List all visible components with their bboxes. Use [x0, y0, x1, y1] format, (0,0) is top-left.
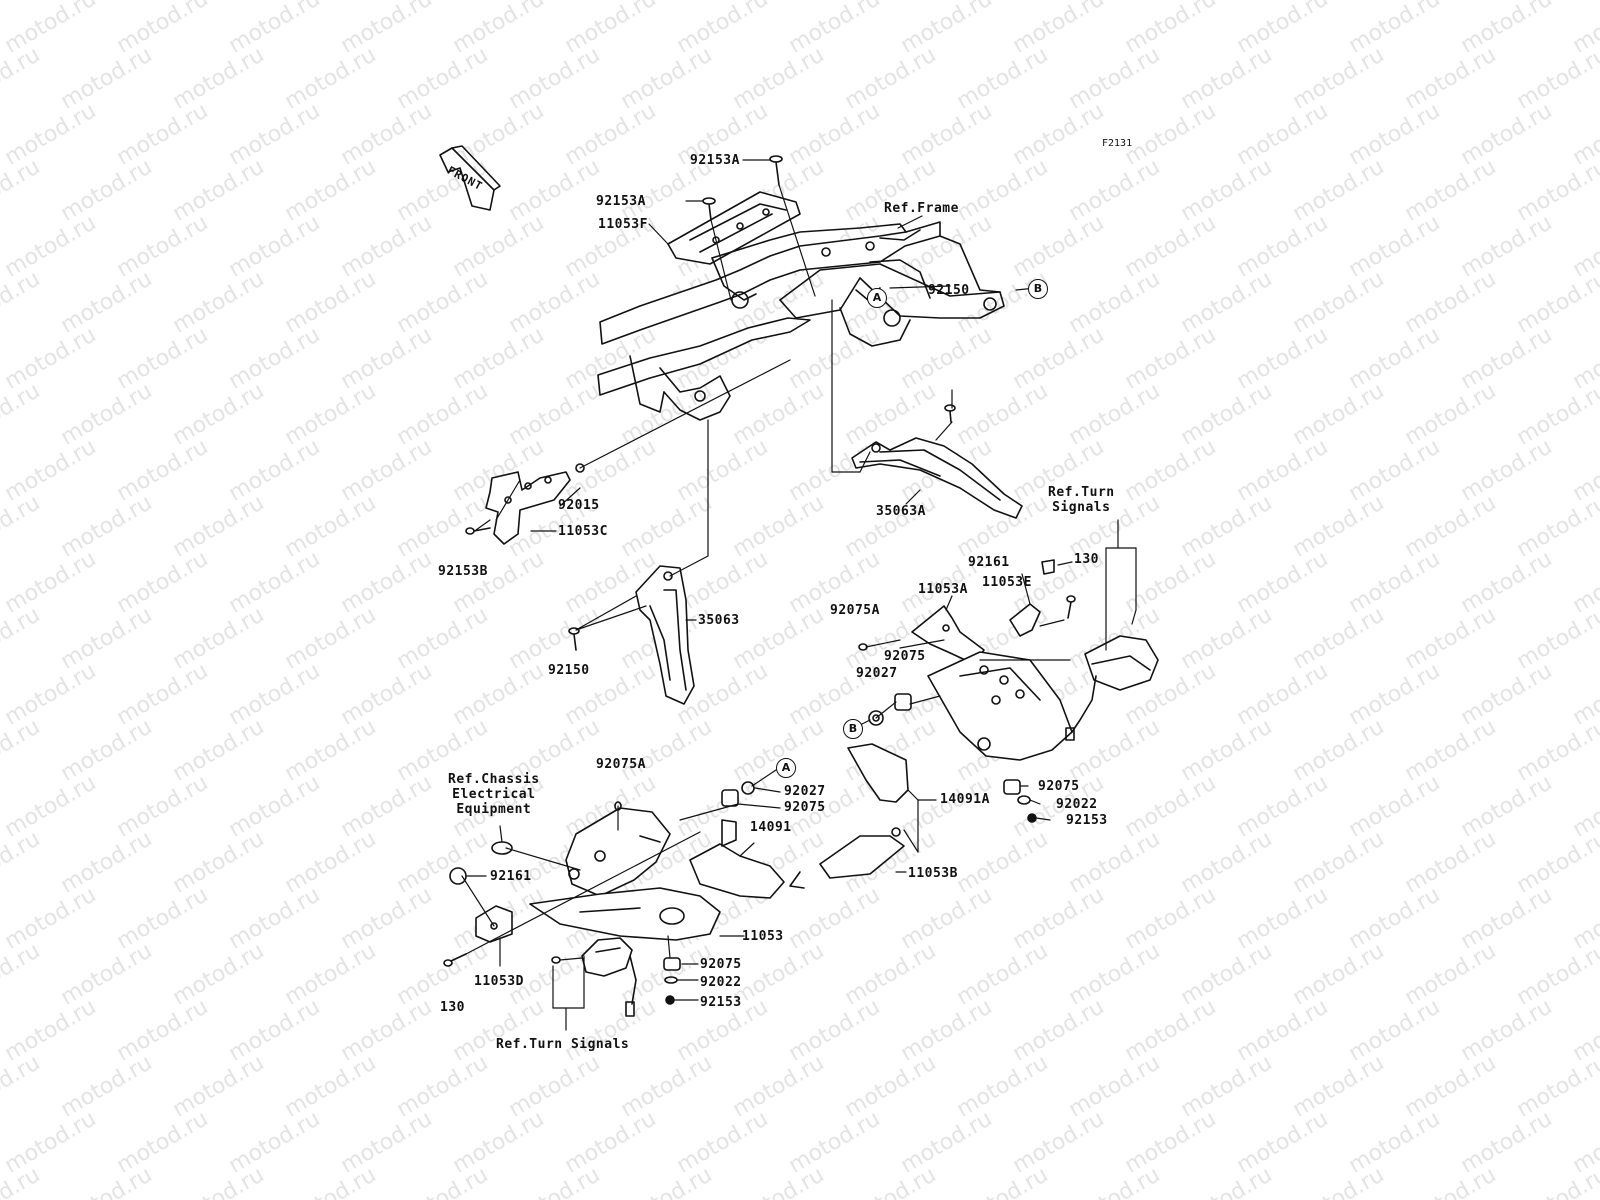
label-92075-bottom: 92075 [700, 957, 742, 972]
marker-b-upper: B [1028, 279, 1048, 299]
label-92150-upper: 92150 [928, 283, 970, 298]
label-92075A-right: 92075A [830, 603, 880, 618]
tail-bracket [565, 807, 671, 897]
nut-92015 [575, 463, 585, 473]
ref-chassis-electrical-label: Ref.Chassis Electrical Equipment [448, 772, 540, 817]
bolt-92153B [465, 527, 491, 535]
rear-frame [597, 221, 1005, 421]
bracket-11053B [789, 827, 905, 889]
ref-turn-signals-bottom-label: Ref.Turn Signals [496, 1037, 630, 1052]
grommet-chassis [491, 841, 513, 855]
marker-b-lower: B [843, 719, 863, 739]
label-11053: 11053 [742, 929, 784, 944]
label-92075-mid: 92075 [884, 649, 926, 664]
bolt-92153A-left [702, 197, 716, 221]
bolt-130-right [1066, 595, 1076, 619]
rear-cover-14091A [927, 651, 1073, 761]
grommet-92161-right [1041, 559, 1055, 575]
label-11053D: 11053D [474, 974, 524, 989]
grab-rail-35063 [635, 565, 695, 705]
tail-cowl-11053 [529, 887, 721, 941]
label-92015: 92015 [558, 498, 600, 513]
label-92022-bottom: 92022 [700, 975, 742, 990]
bolt-92150-upper [944, 404, 956, 423]
label-35063A: 35063A [876, 504, 926, 519]
bush-92075-left [721, 789, 739, 807]
label-130-left: 130 [440, 1000, 465, 1015]
bush-92075-bottom [663, 957, 681, 971]
screw-92153-rear-right [1027, 813, 1037, 823]
label-92153A-top: 92153A [690, 153, 740, 168]
figure-id: F2131 [1102, 138, 1133, 149]
collar-92022-bottom [664, 976, 678, 984]
label-11053B: 11053B [908, 866, 958, 881]
marker-a-lower: A [776, 758, 796, 778]
screw-92153-bottom [665, 995, 675, 1005]
label-130-right: 130 [1074, 552, 1099, 567]
label-14091A: 14091A [940, 792, 990, 807]
label-92153-bottom: 92153 [700, 995, 742, 1010]
label-35063: 35063 [698, 613, 740, 628]
grommet-92161-left [449, 867, 467, 885]
ref-turn-signals-right-label: Ref.Turn Signals [1048, 485, 1115, 515]
label-92075A-left: 92075A [596, 757, 646, 772]
ref-frame-label: Ref.Frame [884, 201, 959, 216]
bush-92075-rear-right [1003, 779, 1021, 795]
label-92075-rear-right: 92075 [1038, 779, 1080, 794]
label-92150-lower: 92150 [548, 663, 590, 678]
bolt-92153A-top [769, 155, 783, 186]
bracket-11053D [475, 905, 513, 943]
collar-92022-rear-right [1017, 795, 1031, 805]
side-cover-14091 [689, 819, 785, 899]
label-92153-rear-right: 92153 [1066, 813, 1108, 828]
bracket-11053C [485, 471, 571, 545]
collar-92027-right [868, 710, 884, 726]
label-11053E: 11053E [982, 575, 1032, 590]
front-arrow-icon [439, 145, 501, 211]
label-11053F: 11053F [598, 217, 648, 232]
side-cover-plate [847, 743, 909, 803]
grab-rail-35063A [851, 437, 1023, 519]
marker-a-upper: A [867, 288, 887, 308]
label-92022-rear-right: 92022 [1056, 797, 1098, 812]
bush-92075-mid [894, 693, 912, 711]
label-14091: 14091 [750, 820, 792, 835]
label-92153B: 92153B [438, 564, 488, 579]
label-11053C: 11053C [558, 524, 608, 539]
turn-signal-left [551, 937, 637, 1017]
turn-signal-right [1065, 635, 1159, 741]
label-92027-left: 92027 [784, 784, 826, 799]
label-11053A: 11053A [918, 582, 968, 597]
collar-92027-left [741, 781, 755, 795]
bracket-11053A [911, 605, 985, 665]
bolt-130-left [443, 953, 467, 967]
bolt-92150-lower [568, 627, 580, 651]
label-92153A-left: 92153A [596, 194, 646, 209]
label-92161-right: 92161 [968, 555, 1010, 570]
label-92075-left: 92075 [784, 800, 826, 815]
label-92027-right: 92027 [856, 666, 898, 681]
label-92161-left: 92161 [490, 869, 532, 884]
bracket-11053E [1009, 603, 1041, 637]
